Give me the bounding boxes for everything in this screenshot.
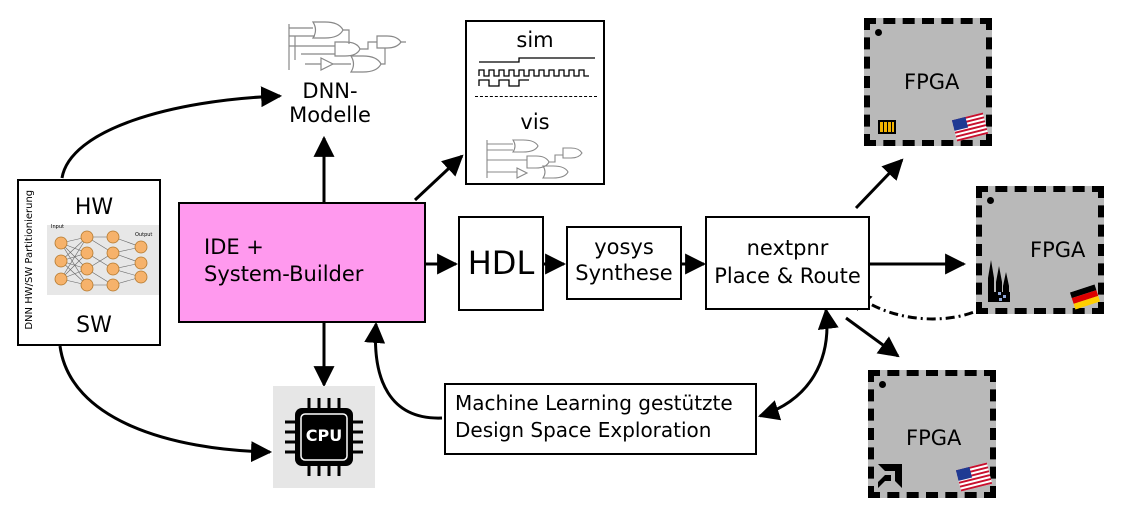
arrow-fpga-feedback	[850, 288, 991, 321]
arrow-ml-to-ide	[364, 321, 443, 420]
partitioning-vertical-label: DNN HW/SW Partitionierung	[23, 189, 35, 330]
fpga-chip-1[interactable]: FPGA	[864, 18, 992, 146]
circuit-preview-icon	[486, 139, 583, 179]
ide-system-builder-box[interactable]: IDE + System-Builder	[178, 202, 426, 323]
pin1-marker	[987, 197, 994, 204]
fpga-chip-3[interactable]: FPGA	[868, 370, 996, 498]
yosys-synthese-box[interactable]: yosys Synthese	[566, 226, 682, 300]
hdl-label: HDL	[467, 244, 535, 282]
ide-line2: System-Builder	[204, 262, 364, 286]
nextpnr-box[interactable]: nextpnr Place & Route	[705, 216, 870, 310]
fpga-label-2: FPGA	[1030, 238, 1086, 262]
fpga-label-1: FPGA	[904, 70, 960, 94]
ide-line1: IDE +	[204, 235, 264, 259]
yosys-line1: yosys	[594, 235, 654, 259]
dnn-models-line2: Modelle	[289, 103, 371, 128]
fpga-chip-2[interactable]: FPGA	[976, 186, 1104, 314]
arrow-nextpnr-to-fpga-3	[845, 316, 900, 358]
hdl-box[interactable]: HDL	[458, 216, 544, 311]
sw-label: SW	[76, 313, 112, 338]
ml-dse-box[interactable]: Machine Learning gestützte Design Space …	[444, 383, 757, 455]
logic-circuit-icon	[288, 21, 406, 73]
cpu-icon	[285, 398, 363, 476]
pin1-marker	[875, 29, 882, 36]
cpu-block[interactable]: CPU	[273, 386, 375, 488]
waveform-icon	[478, 57, 595, 87]
arrow-nextpnr-to-fpga-1	[854, 158, 904, 210]
arrow-hwsw-to-dnn-models	[60, 86, 283, 179]
nn-output-label: Output	[135, 232, 153, 238]
ml-dse-line1: Machine Learning gestützte	[455, 391, 733, 415]
yosys-line2: Synthese	[575, 261, 673, 285]
sim-vis-box[interactable]: sim vis	[465, 20, 605, 185]
cologne-chip-logo-icon	[988, 260, 1010, 302]
hw-label: HW	[74, 195, 114, 220]
dnn-models-line1: DNN-	[302, 79, 358, 103]
nextpnr-line2: Place & Route	[714, 264, 861, 288]
arrow-hwsw-to-cpu	[58, 345, 273, 463]
lattice-logo-icon	[878, 120, 896, 134]
sim-label: sim	[516, 28, 554, 52]
cpu-label: CPU	[305, 426, 343, 445]
nn-input-label: Input	[51, 224, 64, 230]
german-flag-icon	[1069, 284, 1101, 310]
us-flag-icon	[951, 112, 989, 142]
neural-network-icon	[54, 230, 148, 292]
ml-dse-line2: Design Space Exploration	[455, 418, 712, 442]
nextpnr-line1: nextpnr	[746, 236, 829, 260]
neural-network-image: Input Output	[47, 224, 159, 295]
arrow-ml-nextpnr	[758, 307, 839, 421]
arrow-ide-to-sim-vis	[413, 154, 464, 202]
vis-label: vis	[520, 110, 550, 134]
amd-logo-icon	[878, 464, 902, 488]
dnn-models-caption: DNN- Modelle	[275, 79, 385, 127]
hw-sw-partitioning-box[interactable]: DNN HW/SW Partitionierung HW Input Outpu…	[17, 179, 161, 346]
fpga-label-3: FPGA	[906, 426, 962, 450]
pin1-marker	[879, 381, 886, 388]
us-flag-icon	[955, 462, 993, 492]
sim-vis-divider	[475, 96, 597, 97]
